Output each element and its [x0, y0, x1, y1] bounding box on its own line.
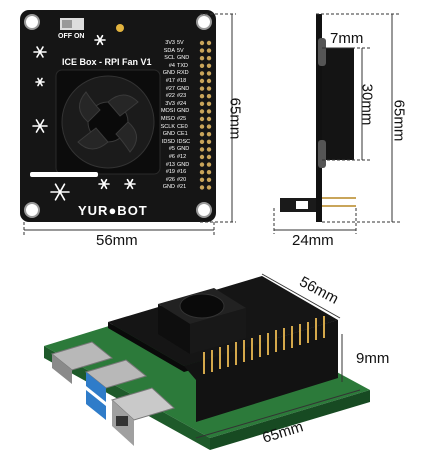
pin-label-left: #4	[168, 62, 175, 69]
header-pin	[199, 63, 205, 68]
pin-label-left: MISO	[160, 115, 175, 122]
pin-label-right: CE0	[177, 123, 188, 130]
pin-label-left: GND	[162, 131, 175, 138]
pin-label-right: 5V	[177, 40, 184, 46]
top-dimension-lines	[23, 13, 400, 236]
isometric-view	[44, 273, 370, 450]
header-pin	[199, 71, 205, 76]
pin-label-left: #5	[168, 146, 175, 153]
header-pin	[206, 154, 212, 160]
header-pin	[206, 185, 212, 190]
gpio-header-top	[199, 40, 212, 190]
pin-label-left: #26	[165, 176, 175, 183]
pin-label-left: #19	[165, 169, 175, 176]
pin-label-right: #18	[177, 77, 187, 84]
header-pin	[199, 56, 205, 61]
header-pin	[206, 63, 212, 68]
header-pin	[206, 147, 212, 152]
pin-label-left: SDA	[163, 47, 175, 54]
pin-label-right: RXD	[177, 70, 189, 77]
pin-label-right: GND	[177, 108, 190, 115]
pin-label-right: IDSC	[177, 138, 191, 145]
height-top-label: 65mm	[226, 97, 244, 140]
header-pin	[206, 101, 212, 107]
header-pin	[206, 177, 212, 182]
header-pin	[206, 109, 212, 114]
pin-label-left: GND	[162, 70, 175, 77]
header-pin	[199, 124, 205, 129]
fan-depth-label: 7mm	[330, 30, 364, 47]
pin-label-right: #16	[177, 169, 187, 176]
pin-label-right: #25	[177, 115, 187, 122]
switch-on-label: ON	[73, 33, 85, 40]
header-pin	[199, 185, 205, 190]
header-pin	[206, 116, 212, 122]
pin-label-left: 3V3	[165, 40, 175, 46]
side-width-label: 24mm	[292, 232, 334, 249]
header-pin	[199, 139, 205, 144]
side-height-label: 65mm	[390, 99, 408, 142]
header-pin	[199, 132, 205, 137]
pin-label-left: SCLK	[160, 123, 175, 130]
header-pin	[206, 162, 212, 167]
header-pin	[199, 40, 205, 46]
header-pin	[199, 48, 205, 53]
header-pin	[206, 170, 212, 175]
header-pin	[199, 147, 205, 152]
header-pin	[206, 86, 212, 91]
header-pin	[199, 154, 205, 160]
pin-label-left: SCL	[164, 55, 175, 62]
pin-label-right: #21	[177, 184, 187, 191]
header-pin	[199, 116, 205, 122]
pin-label-left: #6	[168, 153, 175, 160]
pin-label-right: GND	[177, 161, 190, 168]
header-pin	[206, 139, 212, 144]
pin-label-left: IDSD	[161, 138, 175, 145]
header-pin	[206, 78, 212, 84]
brand-logo: YUR●BOT	[78, 203, 148, 218]
pin-label-left: #22	[165, 93, 175, 100]
header-pin	[206, 132, 212, 137]
pin-label-left: GND	[162, 184, 175, 191]
pin-label-right: #12	[177, 153, 187, 160]
pin-label-right: GND	[177, 146, 190, 153]
pin-label-left: #27	[165, 85, 175, 92]
board-title: ICE Box - RPI Fan V1	[62, 57, 152, 67]
header-pin	[206, 94, 212, 99]
pin-label-left: MOSI	[160, 108, 175, 115]
header-pin	[206, 48, 212, 53]
pin-label-right: GND	[177, 55, 190, 62]
pin-label-right: CE1	[177, 131, 188, 138]
header-pin	[206, 40, 212, 46]
iso-height-label: 9mm	[356, 350, 390, 367]
width-top-label: 56mm	[96, 232, 138, 249]
pin-label-right: GND	[177, 85, 190, 92]
header-pin	[206, 124, 212, 129]
header-pin	[199, 78, 205, 84]
header-pin	[199, 170, 205, 175]
header-pin	[199, 177, 205, 182]
switch-off-label: OFF	[58, 33, 72, 40]
header-pin	[199, 109, 205, 114]
header-pin	[206, 71, 212, 76]
hat-board-top-view	[20, 10, 216, 222]
pin-label-left: #13	[165, 161, 175, 168]
header-pin	[199, 162, 205, 167]
pin-label-right: TXD	[177, 62, 188, 69]
switch-label: OFF ON	[58, 33, 84, 40]
header-pin	[199, 101, 205, 107]
fan-height-label: 30mm	[358, 83, 376, 126]
pin-label-right: #23	[177, 93, 187, 100]
snowflake-icon	[32, 34, 136, 201]
header-pin	[199, 94, 205, 99]
pin-label-left: #17	[165, 77, 175, 84]
header-pin	[206, 56, 212, 61]
pin-label-left: 3V3	[165, 100, 175, 107]
pin-label-right: #20	[177, 176, 187, 183]
pin-label-right: 5V	[177, 47, 184, 54]
header-pin	[199, 86, 205, 91]
pin-label-right: #24	[177, 100, 187, 107]
